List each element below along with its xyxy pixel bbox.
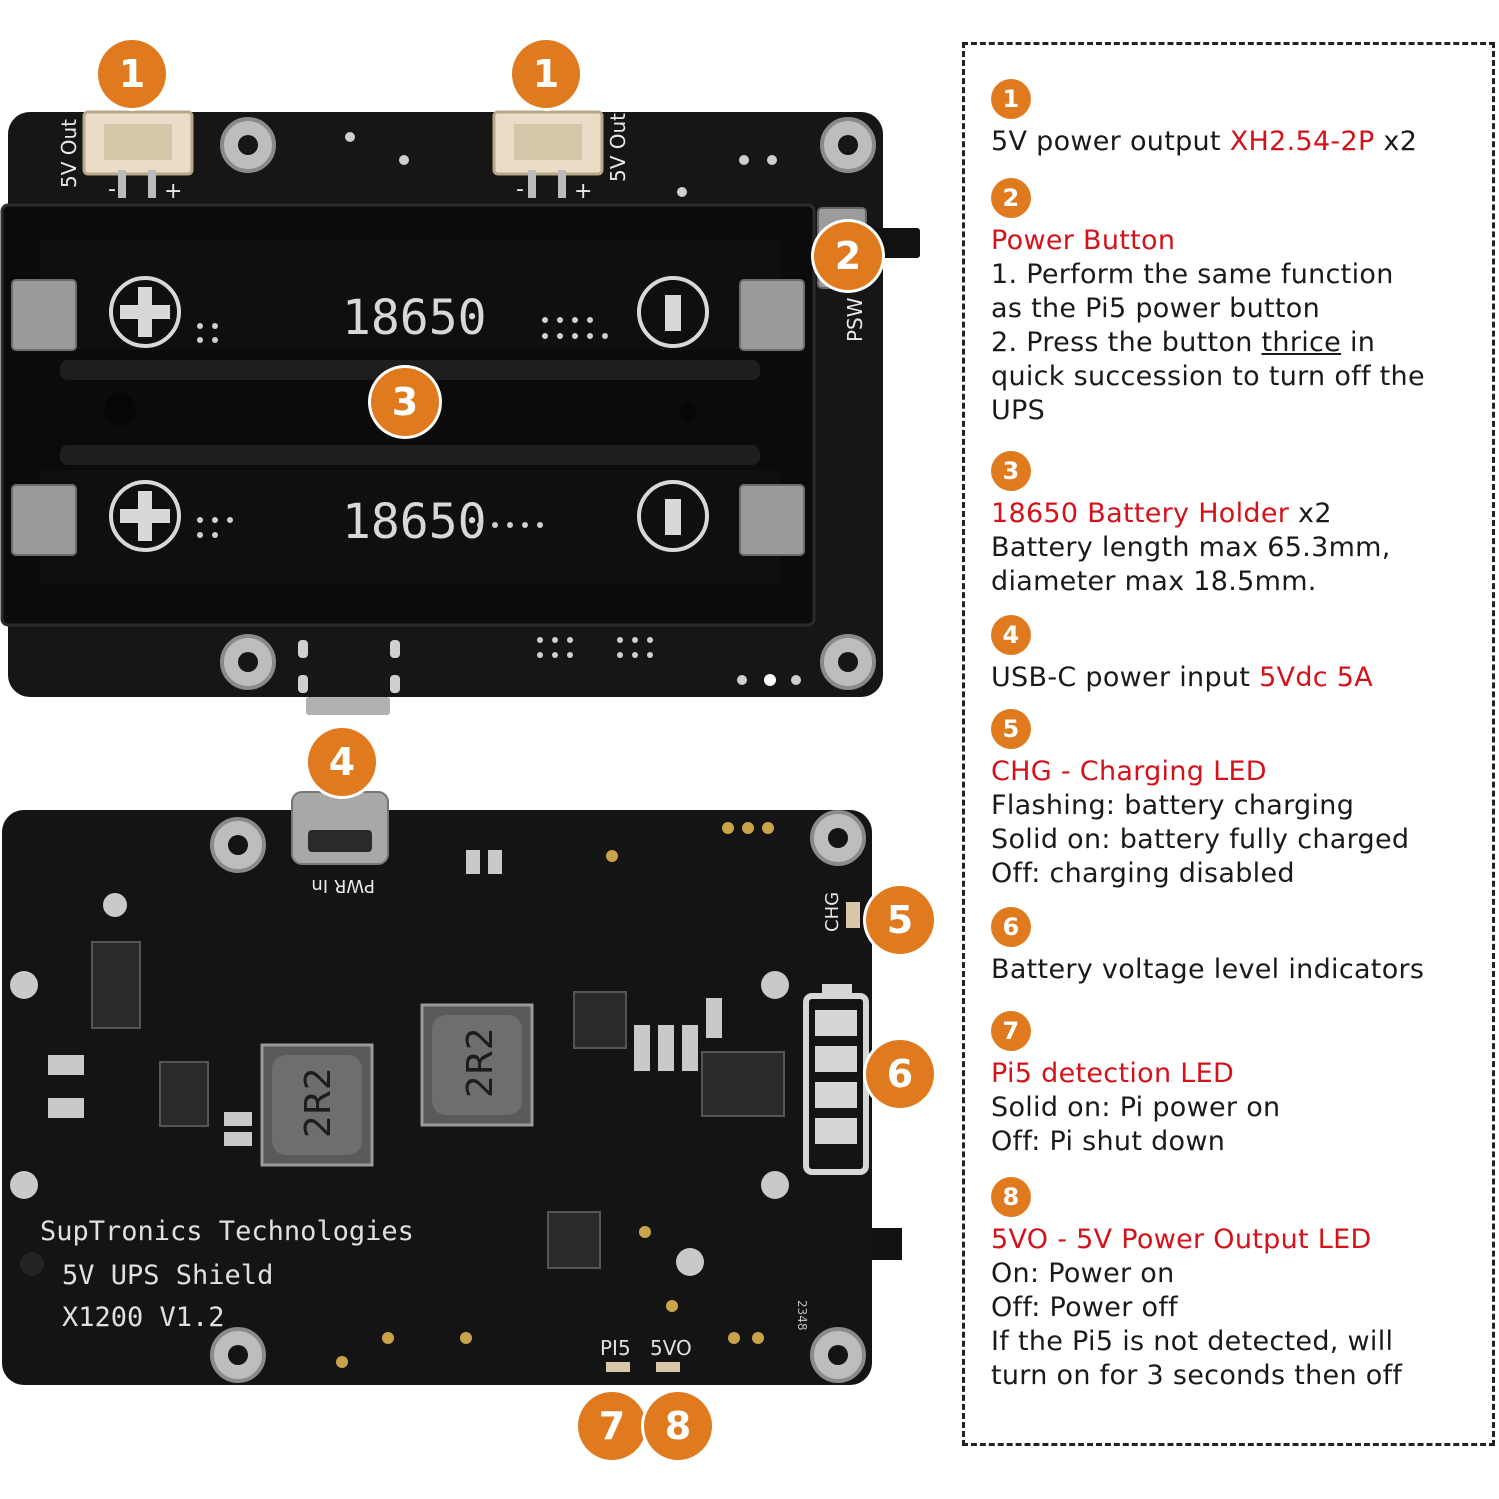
legend-panel: 1 5V power output XH2.54-2P x2 2 Power B… bbox=[962, 42, 1495, 1446]
marker-1-right: 1 bbox=[512, 40, 580, 108]
legend-highlight: 5Vdc 5A bbox=[1259, 662, 1374, 693]
legend-highlight: 18650 Battery Holder bbox=[991, 498, 1290, 529]
chg-label: CHG bbox=[822, 892, 843, 932]
brand-line-1: SupTronics Technologies bbox=[40, 1216, 414, 1247]
legend-item-6: 6 Battery voltage level indicators bbox=[991, 907, 1491, 987]
board-code: 2348 bbox=[795, 1300, 809, 1331]
marker-8: 8 bbox=[644, 1392, 712, 1460]
legend-underlined: thrice bbox=[1261, 327, 1342, 358]
legend-text: Off: Power off bbox=[991, 1292, 1178, 1323]
marker-5: 5 bbox=[866, 886, 934, 954]
brand-line-2: 5V UPS Shield bbox=[62, 1260, 273, 1291]
legend-number: 2 bbox=[991, 178, 1031, 218]
legend-text: Flashing: battery charging bbox=[991, 790, 1355, 821]
usb-c-edge bbox=[306, 697, 390, 715]
legend-title: Pi5 detection LED bbox=[991, 1058, 1235, 1089]
svg-text:2R2: 2R2 bbox=[460, 1027, 501, 1098]
board-illustration: 5V Out 5V Out + - + - bbox=[0, 110, 920, 1385]
battery-label-2: 18650 bbox=[342, 494, 487, 550]
legend-text: as the Pi5 power button bbox=[991, 293, 1321, 324]
legend-title: CHG - Charging LED bbox=[991, 756, 1267, 787]
legend-number: 1 bbox=[991, 79, 1031, 119]
legend-number: 6 bbox=[991, 907, 1031, 947]
legend-number: 3 bbox=[991, 451, 1031, 491]
battery-level-indicator bbox=[803, 984, 869, 1175]
polarity-minus: - bbox=[108, 177, 116, 202]
xh-connector-left bbox=[82, 110, 194, 198]
legend-number: 4 bbox=[991, 615, 1031, 655]
marker-3: 3 bbox=[371, 368, 439, 436]
legend-text: UPS bbox=[991, 395, 1046, 426]
legend-text: If the Pi5 is not detected, will bbox=[991, 1326, 1394, 1357]
legend-text: turn on for 3 seconds then off bbox=[991, 1360, 1403, 1391]
marker-4: 4 bbox=[308, 728, 376, 796]
xh-connector-right bbox=[492, 110, 604, 198]
legend-text: diameter max 18.5mm. bbox=[991, 566, 1317, 597]
legend-item-3: 3 18650 Battery Holder x2 Battery length… bbox=[991, 451, 1491, 599]
legend-item-7: 7 Pi5 detection LED Solid on: Pi power o… bbox=[991, 1011, 1491, 1159]
legend-item-8: 8 5VO - 5V Power Output LED On: Power on… bbox=[991, 1177, 1491, 1393]
polarity-plus: + bbox=[574, 179, 592, 204]
legend-text: Solid on: Pi power on bbox=[991, 1092, 1281, 1123]
legend-text: x2 bbox=[1374, 126, 1418, 157]
usb-label: PWR In bbox=[311, 875, 375, 896]
legend-text: x2 bbox=[1289, 498, 1332, 529]
connector-label-right: 5V Out bbox=[606, 113, 630, 182]
inductor-2: 2R2 bbox=[420, 1003, 534, 1127]
legend-text: Off: Pi shut down bbox=[991, 1126, 1226, 1157]
marker-7: 7 bbox=[578, 1392, 646, 1460]
battery-label-1: 18650 bbox=[342, 290, 487, 346]
legend-item-4: 4 USB-C power input 5Vdc 5A bbox=[991, 615, 1491, 695]
pi5-led-label: PI5 bbox=[600, 1336, 631, 1360]
legend-highlight: XH2.54-2P bbox=[1229, 126, 1375, 157]
polarity-plus: + bbox=[164, 179, 182, 204]
5vo-led bbox=[656, 1362, 680, 1372]
connector-label-left: 5V Out bbox=[57, 119, 81, 188]
marker-6: 6 bbox=[866, 1040, 934, 1108]
marker-2: 2 bbox=[814, 222, 882, 290]
legend-text: quick succession to turn off the bbox=[991, 361, 1425, 392]
5vo-led-label: 5VO bbox=[650, 1336, 692, 1360]
legend-text: Off: charging disabled bbox=[991, 858, 1295, 889]
legend-item-1: 1 5V power output XH2.54-2P x2 bbox=[991, 79, 1491, 159]
legend-number: 7 bbox=[991, 1011, 1031, 1051]
hole bbox=[20, 1252, 44, 1276]
chg-led bbox=[846, 902, 860, 928]
legend-text: 2. Press the button bbox=[991, 327, 1262, 358]
usb-c-port bbox=[291, 791, 389, 865]
legend-item-2: 2 Power Button 1. Perform the same funct… bbox=[991, 178, 1491, 428]
top-board: 5V Out 5V Out + - + - bbox=[0, 110, 920, 715]
legend-text: On: Power on bbox=[991, 1258, 1175, 1289]
legend-item-5: 5 CHG - Charging LED Flashing: battery c… bbox=[991, 709, 1491, 891]
legend-text: in bbox=[1341, 327, 1376, 358]
legend-title: 5VO - 5V Power Output LED bbox=[991, 1224, 1372, 1255]
legend-number: 5 bbox=[991, 709, 1031, 749]
marker-1-left: 1 bbox=[98, 40, 166, 108]
pi5-led bbox=[606, 1362, 630, 1372]
inductor-1: 2R2 bbox=[260, 1043, 374, 1167]
side-button bbox=[872, 1228, 902, 1260]
bottom-board: PWR In CHG 2R2 2R2 bbox=[2, 791, 902, 1385]
brand-line-3: X1200 V1.2 bbox=[62, 1302, 225, 1333]
svg-text:2R2: 2R2 bbox=[298, 1067, 339, 1138]
legend-number: 8 bbox=[991, 1177, 1031, 1217]
legend-text: Solid on: battery fully charged bbox=[991, 824, 1410, 855]
legend-text: USB-C power input bbox=[991, 662, 1260, 693]
legend-text: Battery voltage level indicators bbox=[991, 954, 1425, 985]
button-label: PSW bbox=[843, 297, 867, 342]
legend-title: Power Button bbox=[991, 225, 1176, 256]
legend-text: 1. Perform the same function bbox=[991, 259, 1394, 290]
legend-text: Battery length max 65.3mm, bbox=[991, 532, 1391, 563]
legend-text: 5V power output bbox=[991, 126, 1230, 157]
polarity-minus: - bbox=[516, 177, 524, 202]
